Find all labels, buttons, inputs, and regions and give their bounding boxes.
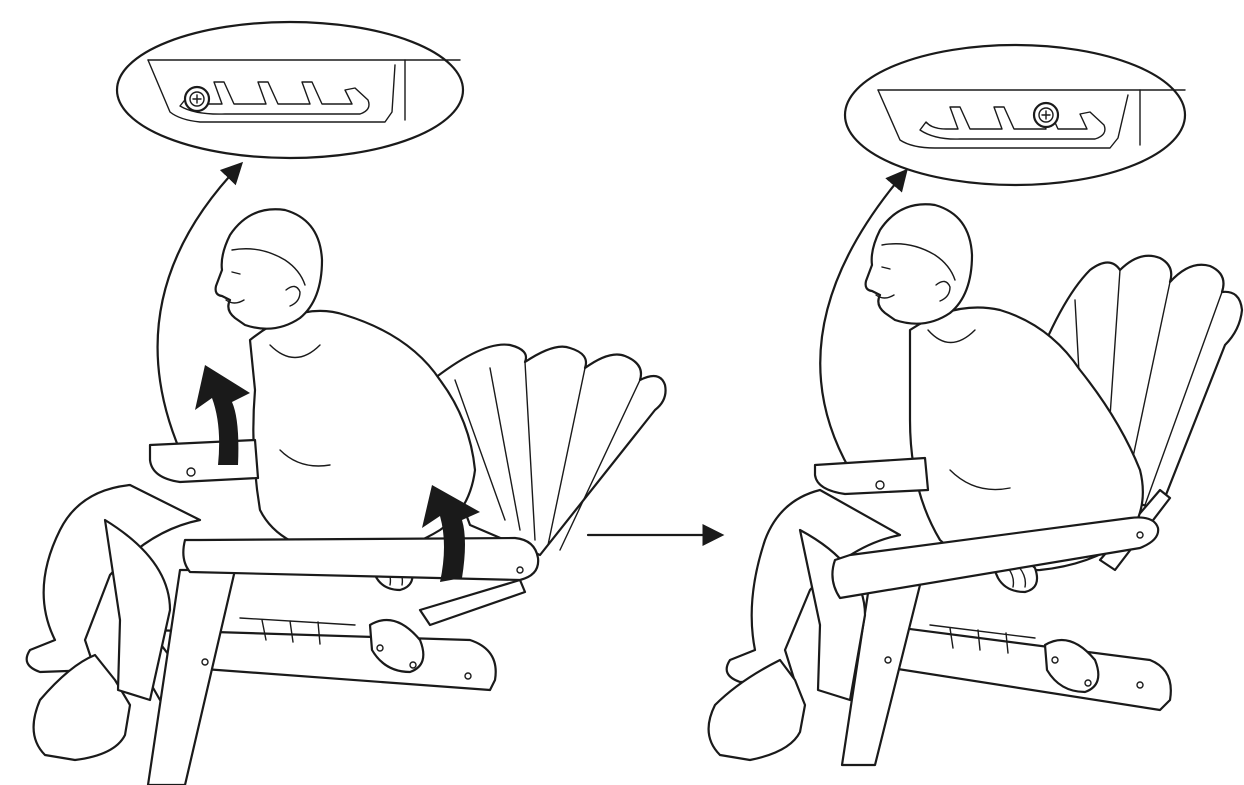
- chair-frame-before: [138, 568, 527, 785]
- chair-back-before: [418, 343, 667, 557]
- zoom-callout-after: [843, 43, 1187, 187]
- callout-arrow-icon: [156, 161, 244, 464]
- adjustment-slot: [919, 106, 1106, 140]
- panel-after: [707, 43, 1244, 767]
- callout-arrow-icon: [819, 168, 908, 472]
- person-after: [707, 203, 1144, 762]
- curved-lift-arrow-icon: [195, 365, 480, 582]
- panel-before: [25, 20, 667, 785]
- screw-icon: [1032, 101, 1060, 129]
- armrests-after: [813, 456, 1160, 600]
- screw-icon: [183, 85, 211, 113]
- zoom-callout-before: [115, 20, 465, 160]
